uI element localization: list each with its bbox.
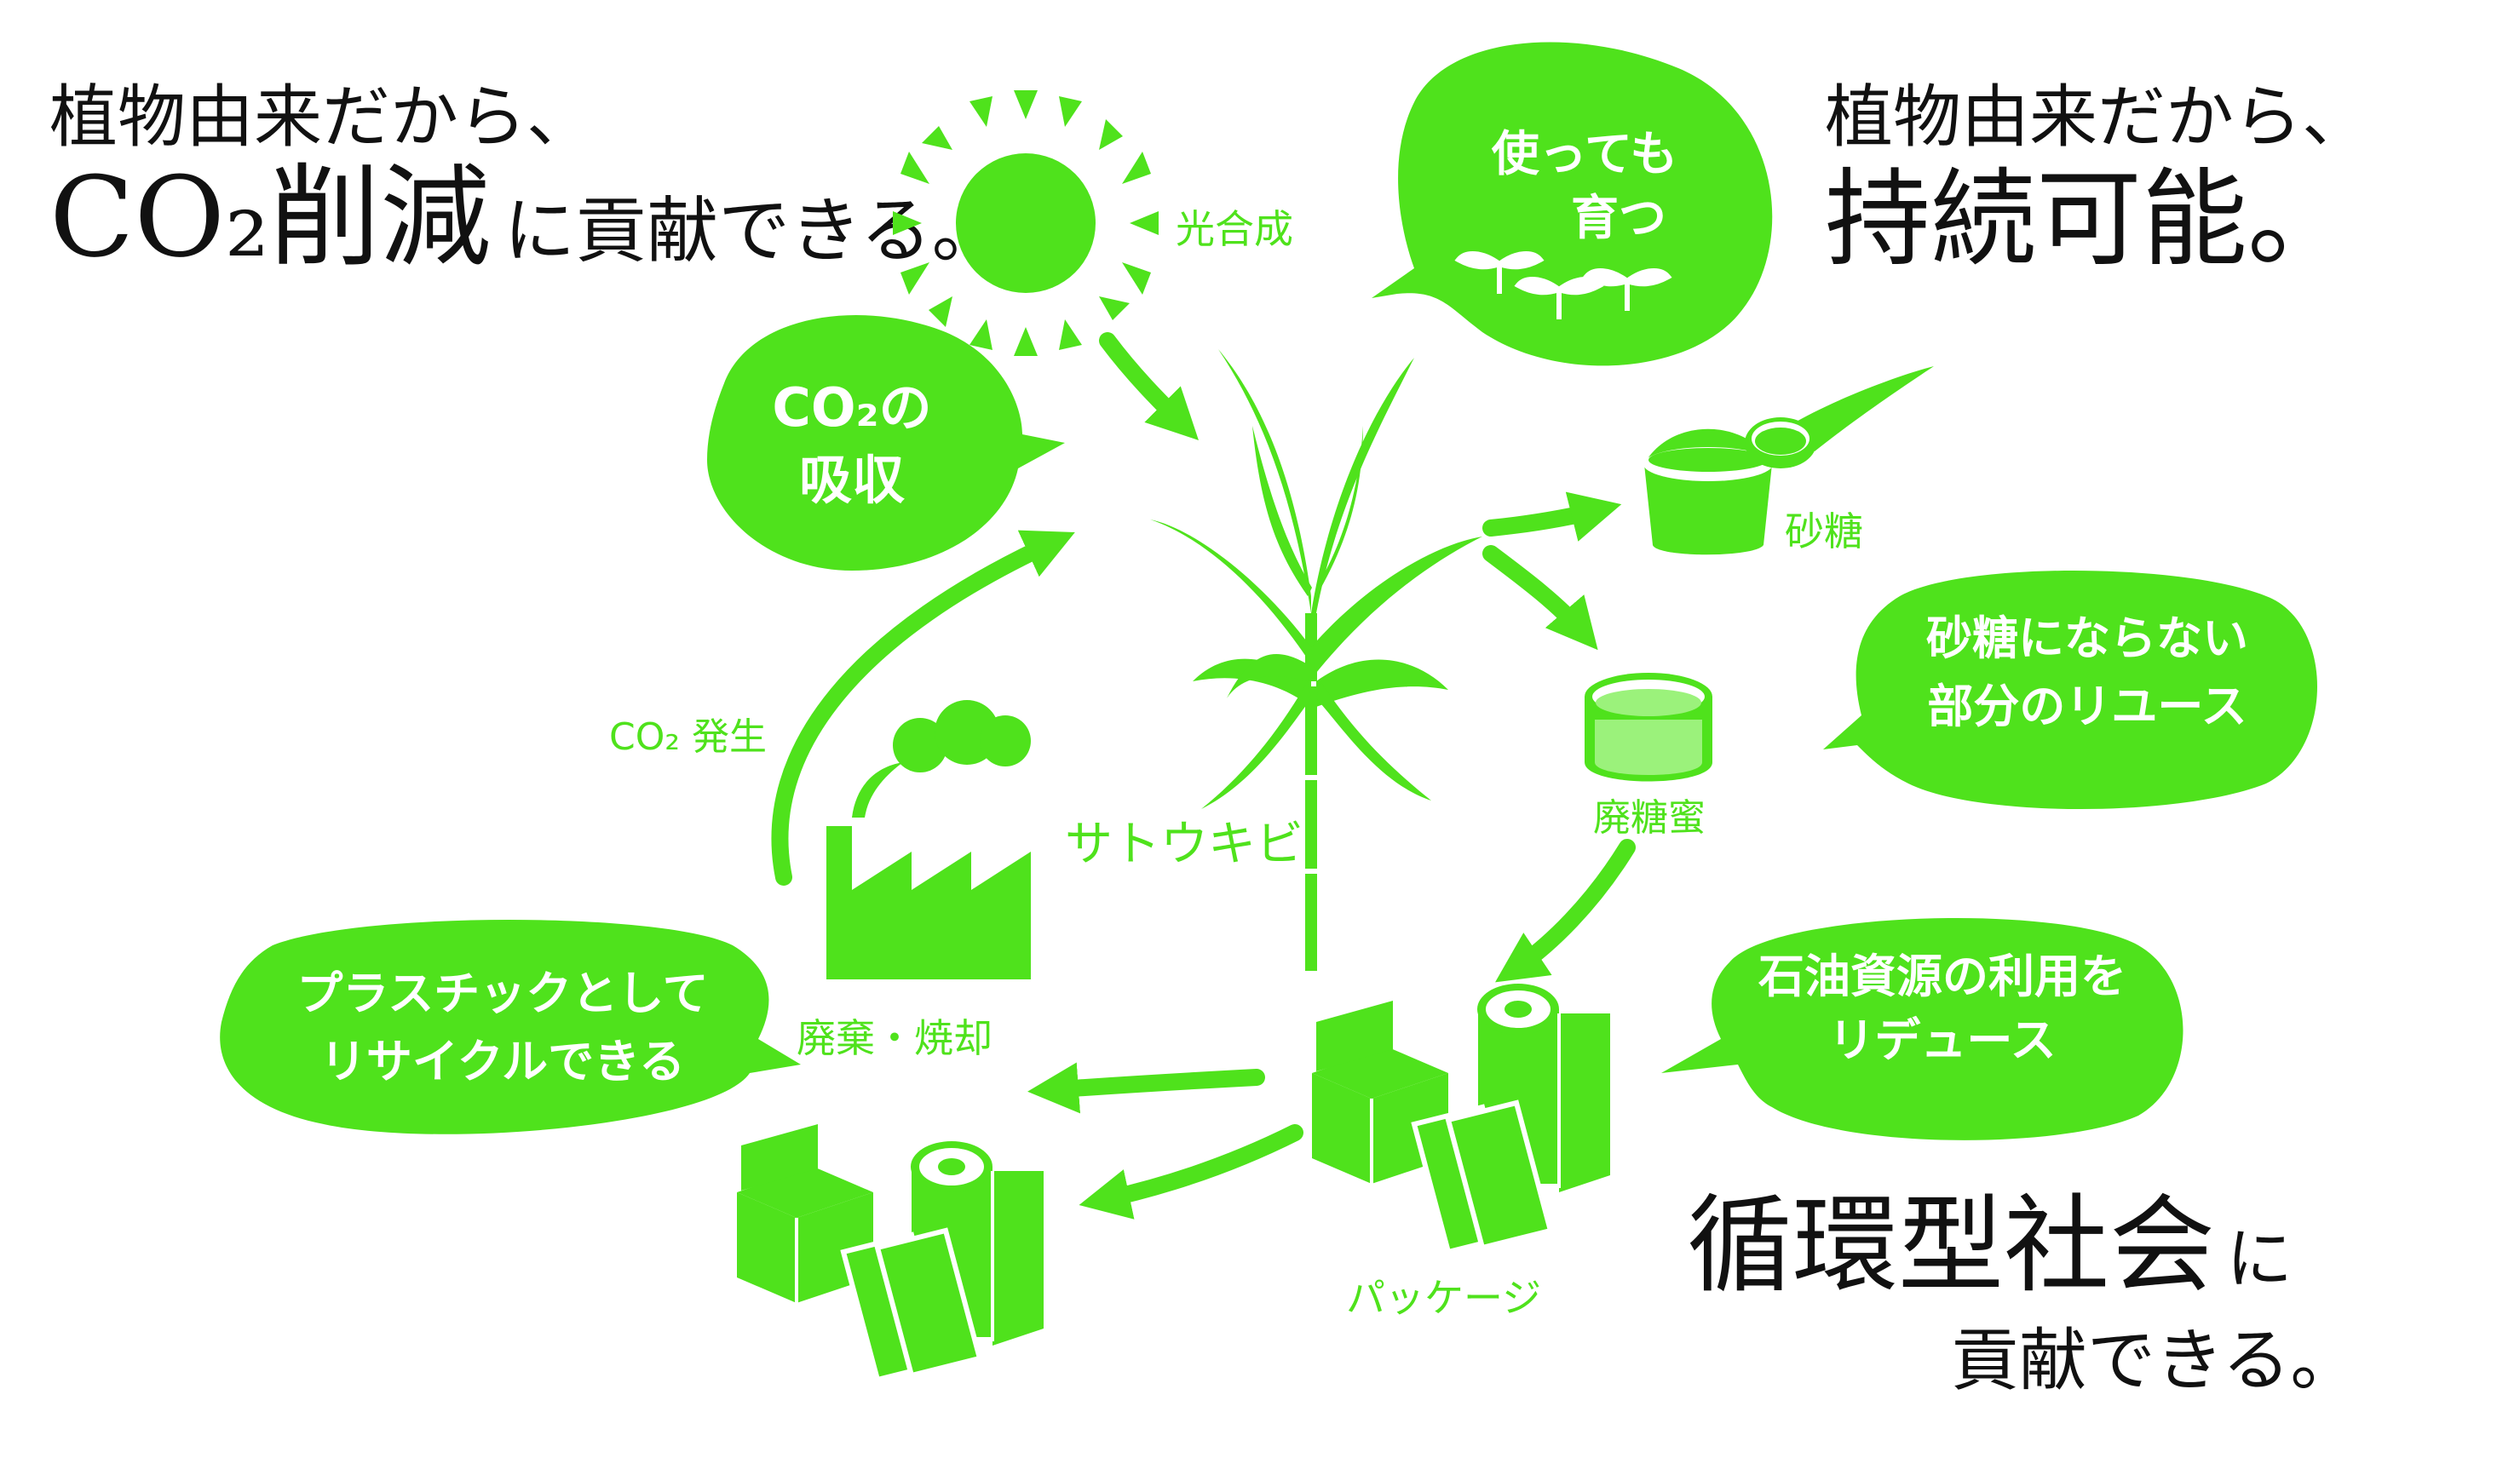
bubble-co2-absorb: CO₂の 吸収 — [707, 315, 1065, 571]
label-photosynthesis: 光合成 — [1176, 206, 1293, 252]
arrow-sugarcane-to-molasses — [1482, 545, 1598, 651]
spoon-icon — [1745, 366, 1934, 468]
bubble-grow-line2: 育つ — [1571, 191, 1666, 246]
headline-bottom: 循環型社会 に 貢献できる。 — [1687, 1185, 2358, 1400]
headline-bottom-line1-tail: に — [2226, 1221, 2293, 1298]
factory-icon — [826, 826, 1031, 979]
headline-left-tail: に貢献できる。 — [503, 189, 1003, 273]
svg-text:循環型社会 に: 循環型社会 に — [1687, 1185, 2293, 1307]
package-icon — [1312, 984, 1610, 1255]
headline-right: 植物由来だから、 持続可能。 — [1825, 77, 2370, 281]
molasses-jar-icon — [1585, 673, 1712, 782]
bubble-recycle-line1: プラスチックとして — [296, 967, 708, 1020]
svg-text:CO₂削減 に貢献できる。: CO₂削減 に貢献できる。 — [49, 152, 1004, 282]
bubble-grow: 使っても 育つ — [1372, 42, 1773, 366]
sugar-bowl-icon — [1643, 428, 1773, 555]
label-package: パッケージ — [1346, 1275, 1541, 1321]
bubble-reuse: 砂糖にならない 部分のリユース — [1823, 571, 2317, 809]
label-co2-emission: CO₂ 発生 — [609, 715, 767, 759]
package-icon — [737, 1124, 1044, 1383]
label-molasses: 廃糖蜜 — [1593, 796, 1706, 840]
bubble-co2-line1: CO₂の — [772, 376, 931, 439]
arrow-package-to-recycle — [1079, 1124, 1303, 1220]
arrow-package-to-disposal — [1027, 1062, 1265, 1114]
headline-bottom-line1: 循環型社会 — [1687, 1185, 2215, 1307]
bubble-petroleum-line1: 石油資源の利用を — [1758, 950, 2126, 1003]
arrow-sun-to-sugarcane — [1099, 332, 1199, 440]
headline-left-co2: CO₂削減 — [49, 152, 491, 282]
bubble-recycle-line2: リサイクルできる — [320, 1035, 685, 1088]
cycle-arrows — [771, 332, 1636, 1220]
bubble-reuse-line2: 部分のリユース — [1927, 680, 2247, 733]
smoke-icon — [852, 700, 1031, 818]
headline-bottom-line2: 貢献できる。 — [1951, 1321, 2358, 1400]
bubble-petroleum: 石油資源の利用を リデュース — [1661, 917, 2183, 1140]
arrow-sugarcane-to-sugar — [1482, 491, 1622, 542]
arrow-molasses-to-package — [1495, 839, 1636, 983]
bubble-recycle: プラスチックとして リサイクルできる — [220, 920, 802, 1134]
bubble-reuse-line1: 砂糖にならない — [1926, 611, 2248, 665]
arrow-disposal-to-co2 — [771, 530, 1075, 886]
label-sugarcane: サトウキビ — [1065, 817, 1303, 872]
label-sugar: 砂糖 — [1785, 508, 1863, 554]
pouch-icon — [1411, 1099, 1554, 1255]
headline-left: 植物由来だから、 CO₂削減 に貢献できる。 — [49, 77, 1004, 282]
pouch-icon — [840, 1227, 983, 1383]
bubble-petroleum-line2: リデュース — [1828, 1013, 2056, 1067]
bubble-grow-line1: 使っても — [1492, 127, 1677, 182]
headline-left-line1: 植物由来だから、 — [49, 77, 595, 157]
headline-right-line1: 植物由来だから、 — [1825, 77, 2370, 157]
sun-icon — [893, 90, 1159, 356]
bubble-co2-line2: 吸収 — [799, 449, 905, 511]
label-disposal: 廃棄・焼却 — [797, 1015, 992, 1061]
sugarcane-icon — [1150, 349, 1482, 971]
headline-right-line2: 持続可能。 — [1825, 158, 2353, 281]
sprout-icon — [1454, 251, 1672, 319]
